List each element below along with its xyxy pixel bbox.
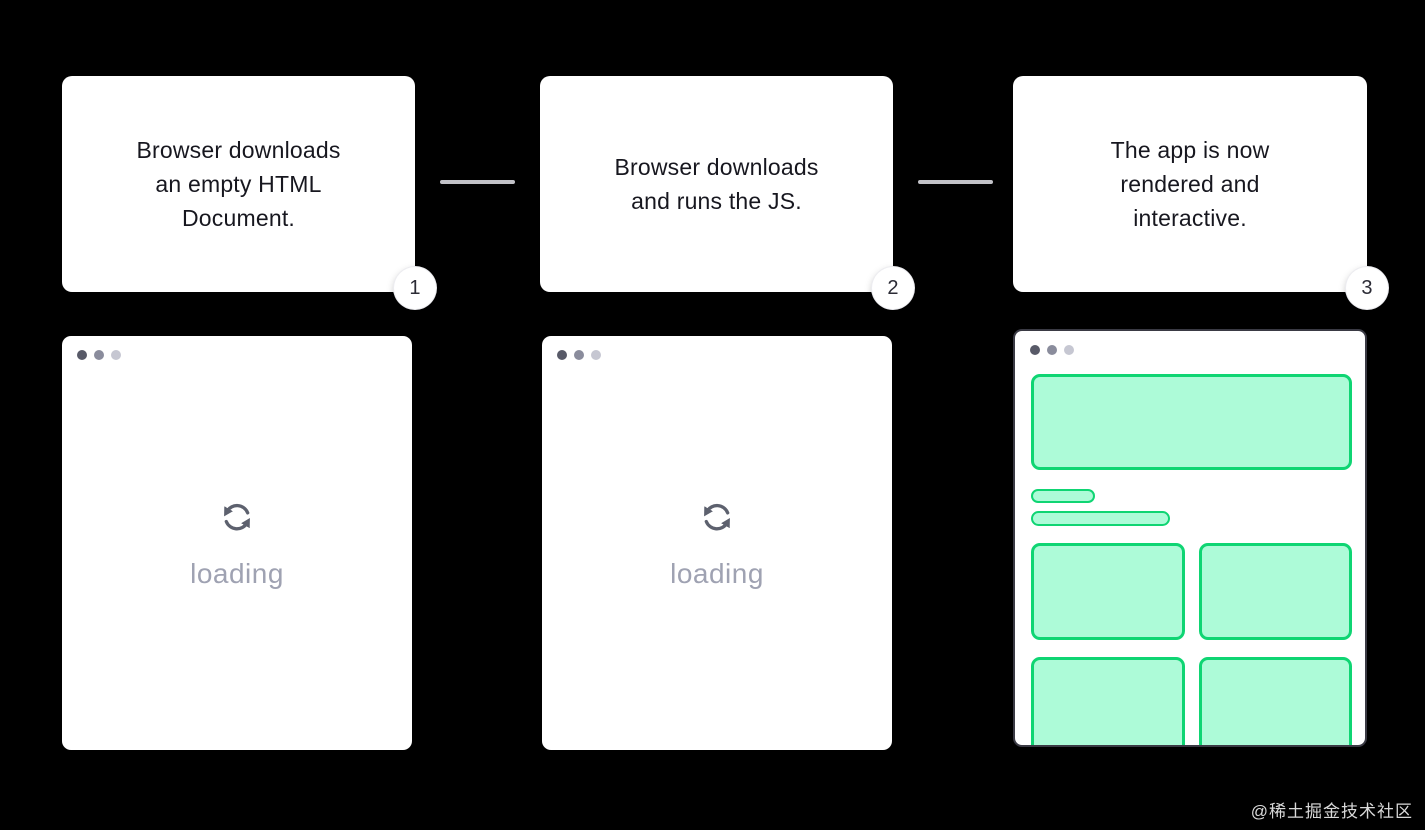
step-card-1: Browser downloads an empty HTML Document… [62,76,436,309]
loading-label: loading [190,558,284,589]
window-dot-icon [557,350,567,360]
grid-block [1031,543,1185,640]
window-controls [77,350,121,360]
grid-block [1199,657,1352,745]
step-card-3: The app is now rendered and interactive.… [1013,76,1388,309]
window-dot-icon [591,350,601,360]
step-number-badge: 3 [1346,267,1388,309]
browser-window-1: loading [62,336,412,750]
grid-block [1199,543,1352,640]
hero-block [1031,374,1352,470]
step-number-badge: 1 [394,267,436,309]
step-text-line: Browser downloads [614,154,819,180]
window-controls [1030,345,1074,355]
step-text-line: Browser downloads [136,137,341,163]
step-text-line: Document. [181,205,295,231]
window-controls [557,350,601,360]
step-number-badge: 2 [872,267,914,309]
window-dot-icon [77,350,87,360]
window-dot-icon [111,350,121,360]
step-text-line: an empty HTML [155,171,322,197]
window-dot-icon [94,350,104,360]
window-dot-icon [1047,345,1057,355]
connector-line [440,180,515,184]
window-dot-icon [1030,345,1040,355]
step-text-line: and runs the JS. [631,188,802,214]
step-text-line: interactive. [1133,205,1247,231]
step-card-2: Browser downloads and runs the JS. 2 [540,76,914,309]
sync-refresh-icon [698,498,736,538]
sync-refresh-icon [218,498,256,538]
browser-window-3 [1013,329,1367,747]
browser-window-2: loading [542,336,892,750]
connector-line [918,180,993,184]
window-dot-icon [1064,345,1074,355]
text-pill-short [1031,489,1095,503]
step-text-line: rendered and [1120,171,1260,197]
watermark: @稀土掘金技术社区 [1250,802,1413,821]
text-pill-long [1031,511,1170,526]
loading-label: loading [670,558,764,589]
step-text-line: The app is now [1110,137,1270,163]
window-dot-icon [574,350,584,360]
grid-block [1031,657,1185,745]
